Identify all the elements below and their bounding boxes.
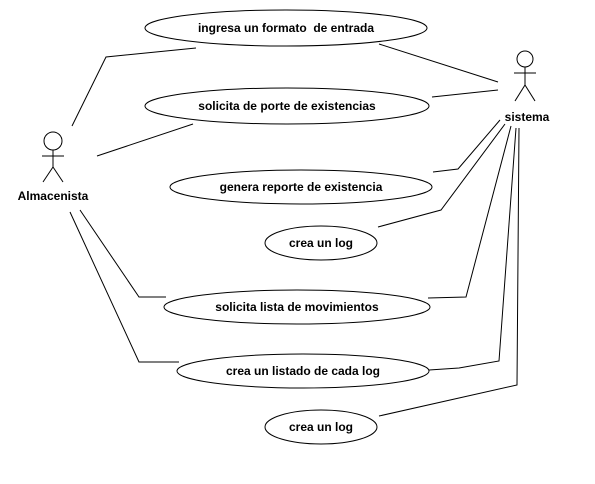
actor-almacenista-label: Almacenista xyxy=(18,189,89,203)
actor-sistema-label: sistema xyxy=(505,110,550,124)
use-case-uc7[interactable]: crea un log xyxy=(264,409,378,445)
use-case-uc4-label: crea un log xyxy=(289,236,353,250)
use-case-uc4-ellipse xyxy=(264,225,378,261)
use-case-uc5-label: solicita lista de movimientos xyxy=(215,300,379,314)
assoc-sistema-uc2 xyxy=(431,89,499,98)
actor-sistema: sistema xyxy=(505,50,550,124)
use-case-uc5[interactable]: solicita lista de movimientos xyxy=(163,289,431,325)
assoc-sistema-uc3 xyxy=(432,119,501,173)
assoc-sistema-uc4a xyxy=(377,123,506,228)
use-case-uc2-ellipse xyxy=(144,87,430,125)
use-case-uc3[interactable]: genera reporte de existencia xyxy=(169,169,433,205)
associations xyxy=(69,43,520,417)
assoc-almacenista-uc6 xyxy=(69,211,179,363)
use-case-uc6[interactable]: crea un listado de cada log xyxy=(176,353,430,389)
use-case-uc2[interactable]: solicita de porte de existencias xyxy=(144,87,430,125)
use-case-uc6-label: crea un listado de cada log xyxy=(226,364,380,378)
actor-almacenista: Almacenista xyxy=(18,131,89,203)
use-case-uc1[interactable]: ingresa un formato de entrada xyxy=(144,9,428,47)
assoc-almacenista-uc5 xyxy=(79,209,166,298)
actor-sistema-head xyxy=(516,50,534,68)
assoc-sistema-uc6 xyxy=(428,127,517,371)
assoc-almacenista-uc1 xyxy=(71,47,197,127)
assoc-sistema-uc1 xyxy=(378,43,499,83)
use-case-uc4[interactable]: crea un log xyxy=(264,225,378,261)
use-case-uc6-ellipse xyxy=(176,353,430,389)
assoc-sistema-uc5 xyxy=(427,125,512,299)
use-case-uc1-label: ingresa un formato de entrada xyxy=(198,21,374,35)
use-case-uc2-label: solicita de porte de existencias xyxy=(198,99,376,113)
assoc-almacenista-uc2 xyxy=(96,123,194,157)
use-case-uc3-ellipse xyxy=(169,169,433,205)
actor-almacenista-head xyxy=(43,131,63,151)
use-case-uc7-label: crea un log xyxy=(289,420,353,434)
assoc-sistema-uc7 xyxy=(378,127,520,417)
use-case-uc1-ellipse xyxy=(144,9,428,47)
use-case-uc3-label: genera reporte de existencia xyxy=(220,180,383,194)
use-case-uc7-ellipse xyxy=(264,409,378,445)
use-case-uc5-ellipse xyxy=(163,289,431,325)
